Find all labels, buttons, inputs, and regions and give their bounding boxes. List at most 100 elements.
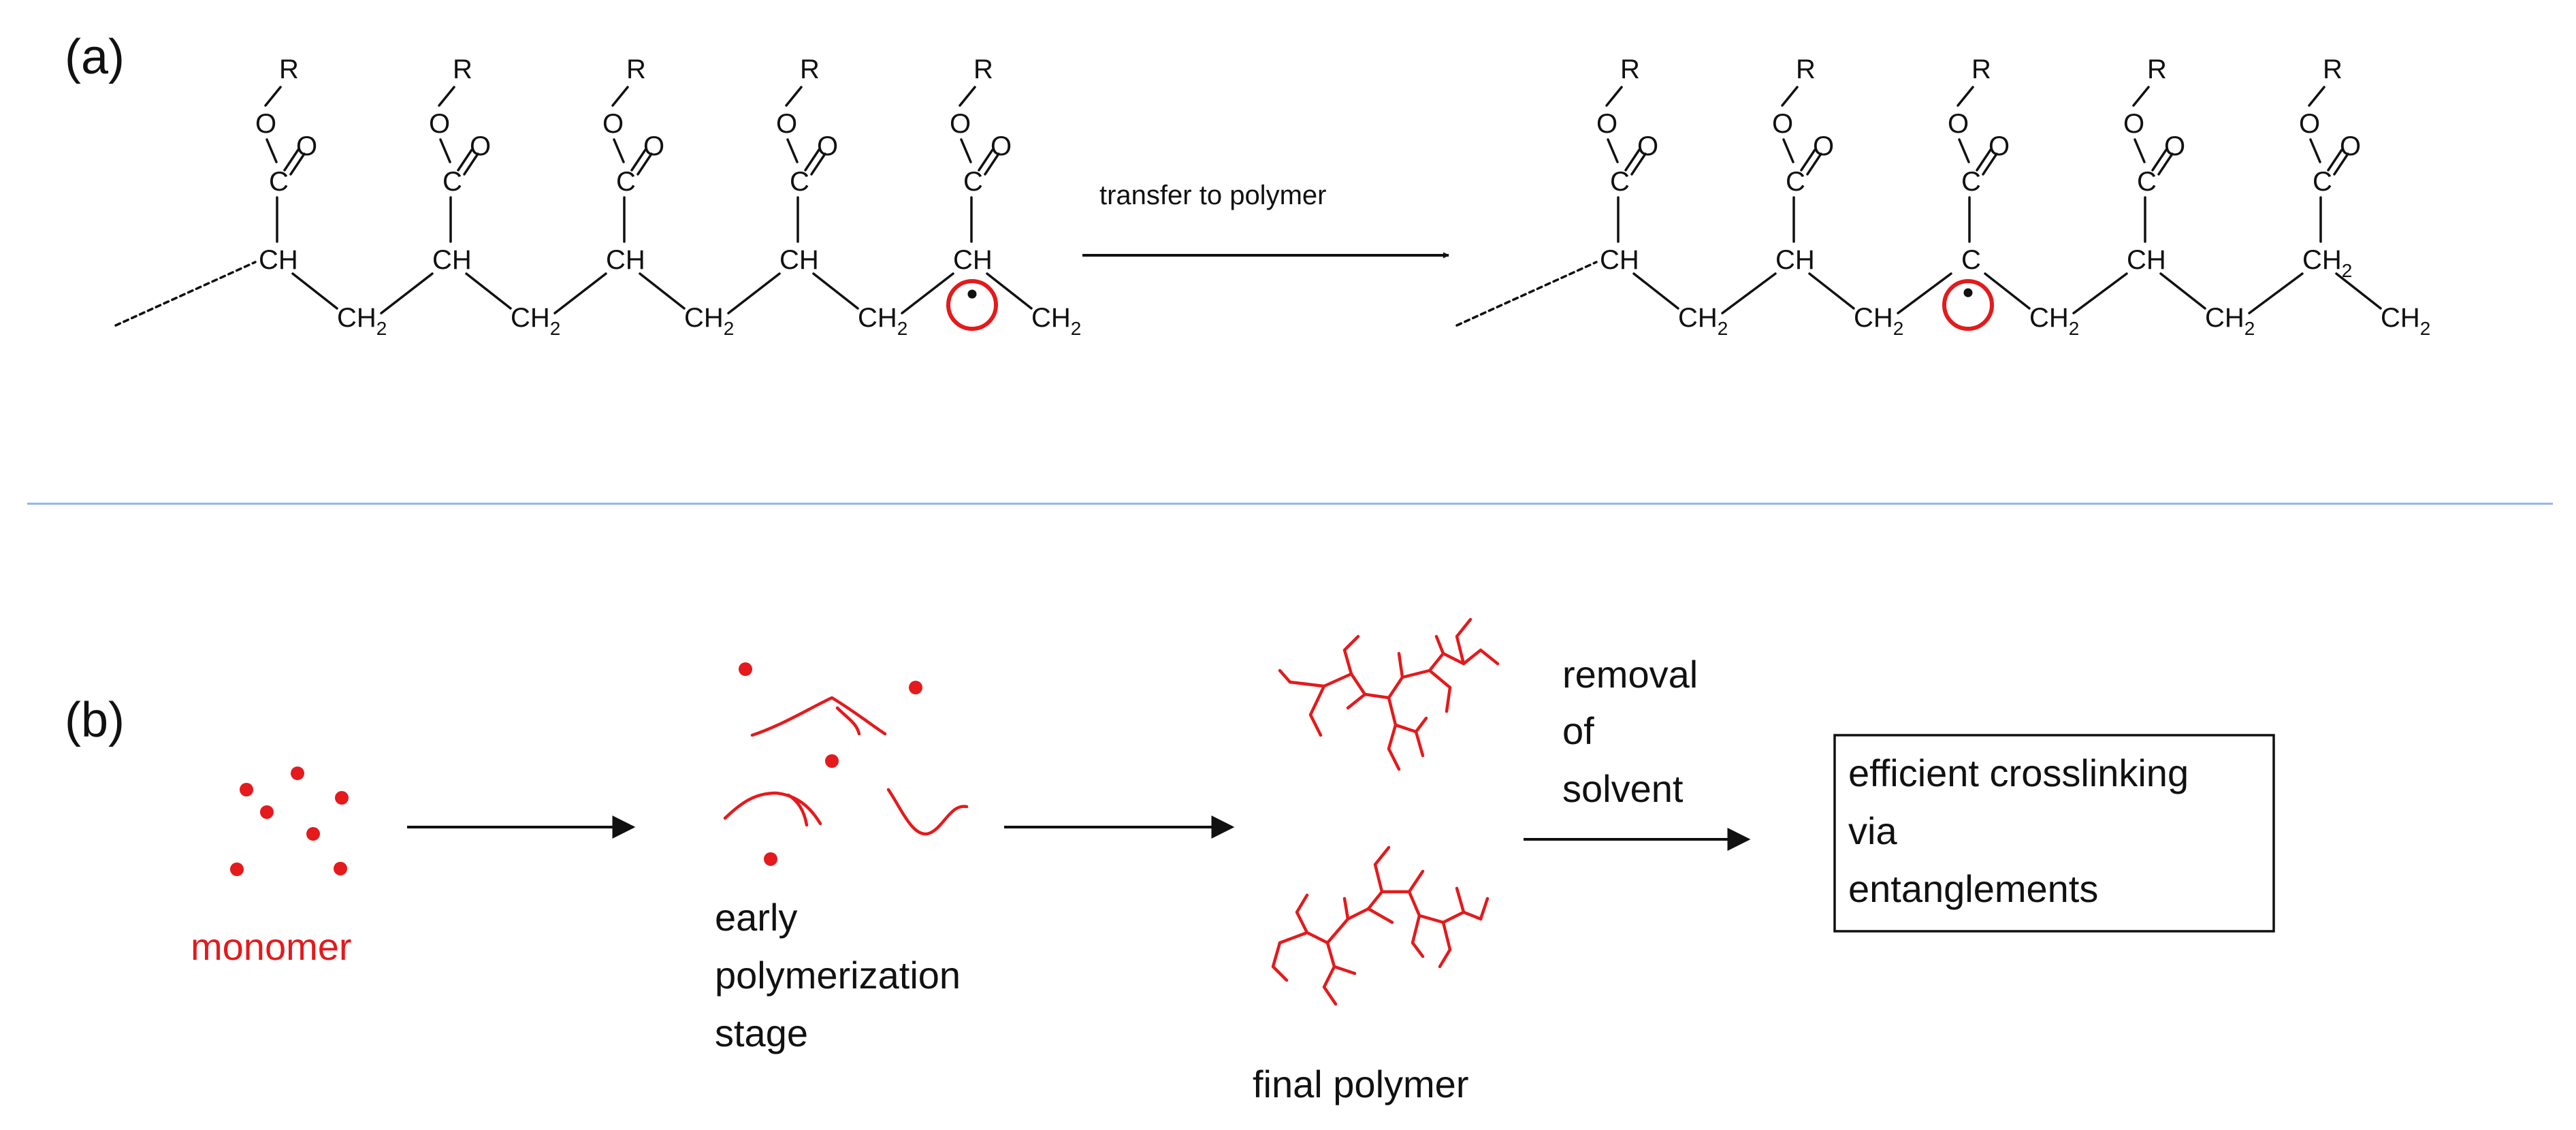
result-line-1: efficient crosslinking (1848, 752, 2189, 794)
methylene: CH2 (1854, 303, 1903, 339)
bond (978, 148, 994, 172)
bond (265, 138, 278, 163)
bond (1897, 272, 1952, 314)
bond (1957, 86, 1974, 107)
bond (1782, 138, 1794, 163)
atom-o: O (817, 131, 838, 161)
bond (901, 272, 954, 314)
atom-o: O (776, 109, 797, 139)
backbone-carbon: CH (432, 245, 472, 275)
bond (1632, 272, 1679, 310)
bond (727, 272, 781, 314)
atom-r: R (279, 54, 299, 84)
methylene: CH2 (2205, 303, 2255, 339)
radical-ch: CH (953, 245, 993, 275)
atom-c: C (1786, 167, 1805, 197)
atom-o: O (602, 109, 624, 139)
monomer-label: monomer (191, 925, 352, 968)
bond (1607, 138, 1619, 163)
methylene: CH2 (1031, 303, 1081, 339)
monomer-dot (240, 783, 253, 796)
atom-o: O (296, 131, 317, 161)
atom-r: R (973, 54, 993, 84)
radical-highlight-circle (1942, 279, 1994, 331)
bond (613, 138, 625, 163)
monomer-dot (739, 662, 752, 676)
radical-highlight-circle (946, 279, 998, 331)
panel-a: (a) ROCOCHCH2ROCOCHCH2ROCOCHCH2ROCOCHCH2… (65, 30, 2430, 339)
early-label-line-1: early (715, 896, 797, 939)
backbone-carbon: CH (259, 245, 298, 275)
bond (1781, 86, 1799, 107)
backbone-carbon: CH2 (2302, 245, 2352, 281)
bond (1630, 152, 1647, 176)
backbone-carbon: CH (2127, 245, 2166, 275)
result-line-2: via (1848, 809, 1897, 852)
atom-r: R (2147, 54, 2167, 84)
bond (283, 148, 300, 172)
bond (786, 138, 799, 163)
early-polymerization-chains (723, 662, 969, 866)
monomer-dot (335, 791, 349, 805)
atom-o: O (255, 109, 276, 139)
atom-o: O (1948, 109, 1969, 139)
methylene: CH2 (684, 303, 734, 339)
bond (2309, 138, 2321, 163)
atom-c: C (2313, 167, 2332, 197)
radical-dot (1963, 288, 1973, 297)
methylene: CH2 (2029, 303, 2079, 339)
bond (1800, 148, 1816, 172)
backbone-carbon: CH (779, 245, 819, 275)
backbone-carbon: C (1961, 245, 1981, 275)
result-box (1833, 734, 2275, 933)
bond (2157, 152, 2174, 176)
bond (785, 86, 803, 107)
atom-c: C (790, 167, 809, 197)
bond (959, 86, 976, 107)
monomer-dot (334, 862, 347, 875)
chain-end-bond (114, 261, 257, 327)
bond (1624, 148, 1641, 172)
atom-c: C (2137, 167, 2157, 197)
bond (2335, 272, 2382, 310)
branched-polymer-bottom (1271, 845, 1490, 1006)
bond (1806, 152, 1822, 176)
methylene: CH2 (1678, 303, 1728, 339)
atom-c: C (1961, 167, 1981, 197)
panel-b-label: (b) (65, 693, 125, 747)
bond (457, 148, 473, 172)
panel-a-label: (a) (65, 30, 125, 84)
radical-dot (967, 289, 977, 299)
bond (1982, 152, 1998, 176)
result-line-3: entanglements (1848, 867, 2098, 910)
atom-r: R (1796, 54, 1816, 84)
atom-o: O (2164, 131, 2185, 161)
branched-polymer-top (1278, 617, 1500, 771)
bond (2134, 138, 2146, 163)
bond (804, 148, 820, 172)
removal-label-line-2: of (1562, 709, 1594, 752)
bond (1605, 86, 1623, 107)
atom-o: O (1989, 131, 2010, 161)
atom-c: C (269, 167, 289, 197)
product-chain: ROCOCHCH2ROCOCHCH2ROCOCCH2ROCOCHCH2ROCOC… (1455, 54, 2430, 339)
short-chain (750, 696, 887, 737)
atom-o: O (1596, 109, 1617, 139)
monomer-dots (230, 766, 349, 876)
atom-r: R (1620, 54, 1640, 84)
bond (439, 138, 451, 163)
atom-r: R (800, 54, 820, 84)
backbone-carbon: CH (1600, 245, 1639, 275)
monomer-dot (909, 681, 922, 694)
bond (2151, 148, 2168, 172)
atom-o: O (429, 109, 450, 139)
final-polymer-label: final polymer (1253, 1063, 1468, 1105)
atom-r: R (2323, 54, 2342, 84)
atom-o: O (2299, 109, 2320, 139)
methylene: CH2 (2381, 303, 2430, 339)
bond (2248, 272, 2304, 314)
atom-c: C (963, 167, 983, 197)
bond (630, 148, 647, 172)
methylene: CH2 (511, 303, 560, 339)
